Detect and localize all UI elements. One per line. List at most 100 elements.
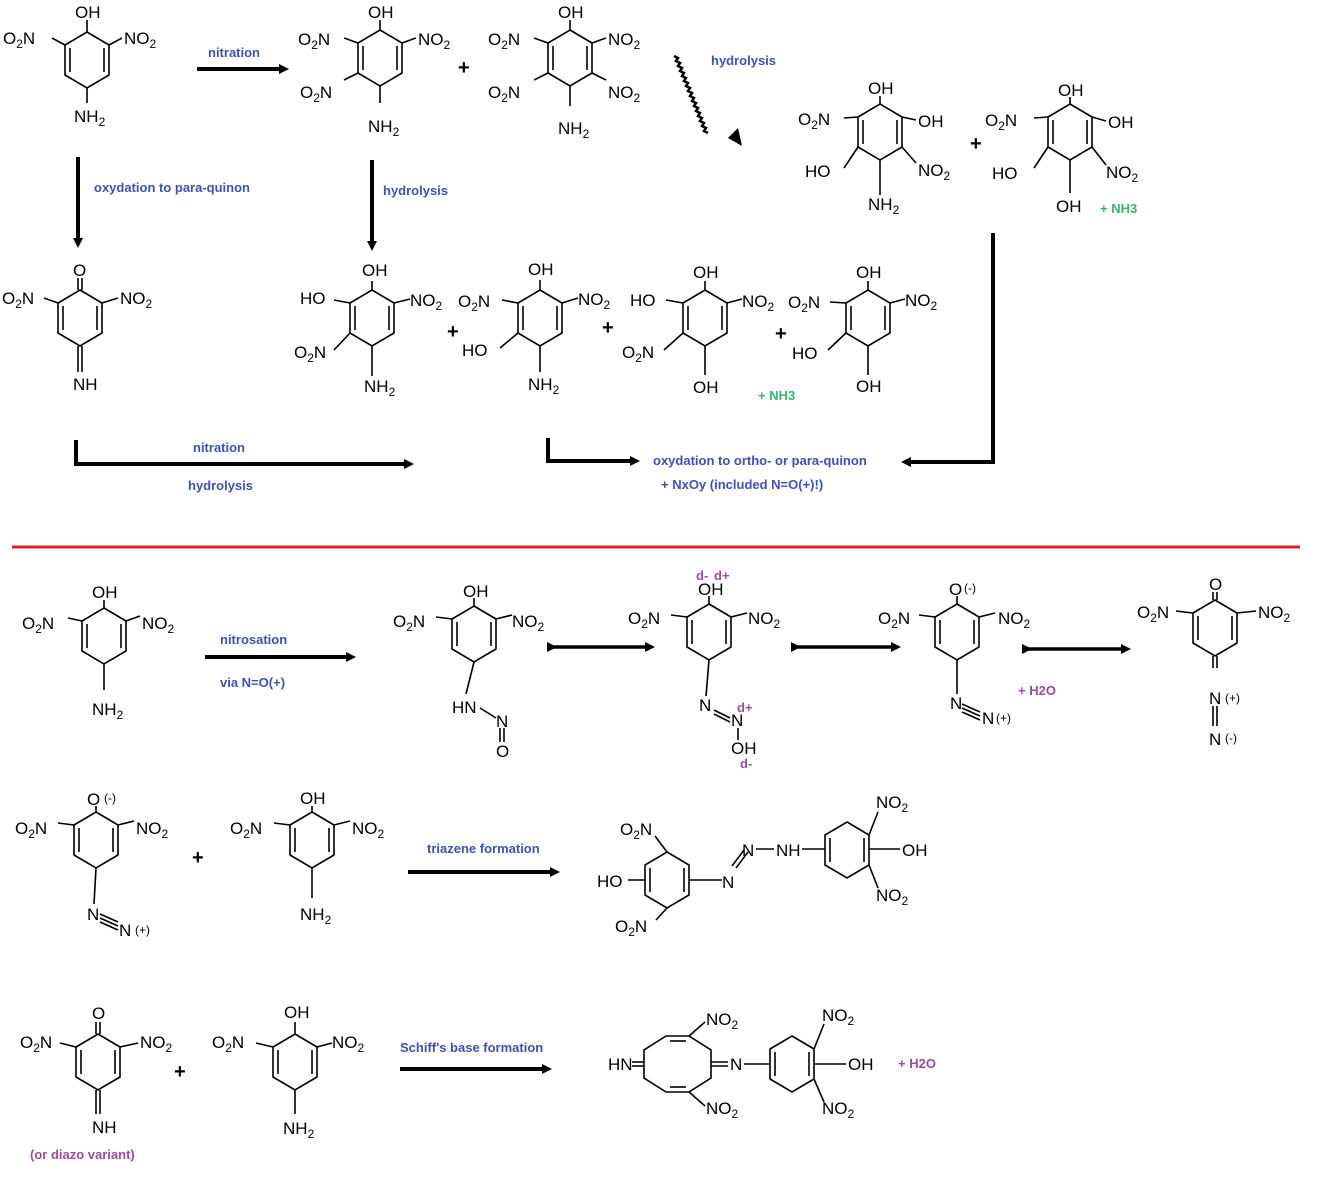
svg-text:NO2: NO2: [876, 793, 909, 815]
svg-text:O2N: O2N: [393, 612, 425, 634]
svg-text:OH: OH: [698, 580, 724, 599]
svg-text:NO2: NO2: [352, 819, 385, 841]
svg-text:NO2: NO2: [905, 291, 938, 313]
svg-text:NO2: NO2: [876, 886, 909, 908]
svg-text:N: N: [699, 696, 711, 715]
label-schiff: Schiff's base formation: [400, 1040, 543, 1055]
molecule-picramic-acid-3: OH NO2 O2N NH2: [230, 789, 385, 927]
svg-text:OH: OH: [362, 261, 388, 280]
svg-text:NO2: NO2: [578, 290, 611, 312]
molecule-quinone-diazide: O NO2 O2N N (+) N (-): [1137, 575, 1291, 749]
svg-text:+: +: [970, 133, 982, 155]
svg-text:NH2: NH2: [868, 195, 900, 217]
svg-text:O2N: O2N: [985, 111, 1017, 133]
svg-text:HO: HO: [462, 341, 488, 360]
svg-text:+: +: [775, 323, 787, 345]
svg-text:O: O: [73, 261, 86, 280]
molecule-diazonium-phenolate-2: O (-) NO2 O2N N N (+): [15, 790, 169, 940]
svg-text:O2N: O2N: [22, 614, 54, 636]
svg-text:O2N: O2N: [15, 819, 47, 841]
svg-text:O2N: O2N: [300, 83, 332, 105]
label-diazo-variant: (or diazo variant): [30, 1147, 135, 1162]
svg-text:N: N: [1209, 730, 1221, 749]
svg-text:(+): (+): [996, 711, 1011, 725]
svg-text:NO2: NO2: [706, 1010, 739, 1032]
svg-text:N: N: [496, 712, 508, 731]
svg-text:NO2: NO2: [742, 292, 775, 314]
svg-text:HO: HO: [805, 162, 831, 181]
svg-text:O2N: O2N: [488, 30, 520, 52]
svg-text:OH: OH: [693, 263, 719, 282]
svg-text:N: N: [119, 921, 131, 940]
label-nh3-mid: + NH3: [758, 388, 795, 403]
svg-text:NH: NH: [92, 1118, 117, 1137]
svg-text:NH2: NH2: [300, 905, 332, 927]
svg-text:N: N: [950, 694, 962, 713]
svg-text:OH: OH: [558, 3, 584, 22]
molecule-picramic-acid-2: OH NO2 O2N NH2: [22, 583, 175, 722]
svg-text:(-): (-): [104, 791, 116, 805]
svg-text:+: +: [192, 847, 204, 869]
svg-text:OH: OH: [368, 3, 394, 22]
svg-text:OH: OH: [693, 378, 719, 397]
molecule-resonance-partial: OH d- d+ NO2 O2N N N d+ OH d-: [628, 568, 781, 771]
svg-text:O2N: O2N: [488, 83, 520, 105]
hydrolysis-wavy-arrow: [673, 54, 709, 135]
molecule-trihydroxy-dinitrobenzene-a: OH NO2 HO O2N OH: [622, 263, 775, 397]
svg-text:NO2: NO2: [410, 291, 443, 313]
svg-text:(+): (+): [135, 923, 150, 937]
svg-text:OH: OH: [731, 739, 757, 758]
label-via-no: via N=O(+): [220, 675, 285, 690]
svg-text:OH: OH: [1058, 81, 1084, 100]
svg-text:N: N: [731, 711, 743, 730]
svg-text:OH: OH: [868, 79, 894, 98]
svg-text:NH2: NH2: [364, 377, 396, 399]
molecule-picramic-acid-4: OH NO2 O2N NH2: [212, 1003, 365, 1141]
svg-text:HO: HO: [300, 289, 326, 308]
svg-text:N: N: [1209, 689, 1221, 708]
svg-text:NO2: NO2: [822, 1006, 855, 1028]
molecule-dihydroxy-dinitroaniline-a: OH NO2 HO O2N NH2: [294, 261, 443, 399]
molecule-quinone-imine-2: O NO2 O2N NH: [20, 1004, 173, 1137]
label-nxoy: + NxOy (included N=O(+)!): [661, 477, 823, 492]
svg-text:NO2: NO2: [142, 614, 175, 636]
svg-text:NO2: NO2: [124, 29, 157, 51]
svg-text:+: +: [602, 317, 614, 339]
svg-text:O: O: [92, 1004, 105, 1023]
oxidation-entry-arrow: [546, 438, 640, 466]
svg-text:O2N: O2N: [458, 292, 490, 314]
label-hydrolysis-mid: hydrolysis: [383, 183, 448, 198]
svg-text:OH: OH: [284, 1003, 310, 1022]
svg-text:NH2: NH2: [283, 1119, 315, 1141]
svg-text:HN: HN: [608, 1055, 633, 1074]
molecule-trihydroxy-dinitroaniline: OH OH O2N NO2 HO NH2: [798, 79, 951, 217]
svg-text:O2N: O2N: [620, 820, 652, 842]
svg-text:NO2: NO2: [706, 1099, 739, 1121]
svg-text:(+): (+): [1225, 691, 1240, 705]
svg-text:NO2: NO2: [822, 1099, 855, 1121]
svg-text:(-): (-): [1225, 731, 1237, 745]
svg-text:HN: HN: [452, 698, 477, 717]
svg-text:NH: NH: [776, 841, 801, 860]
plus-sign: +: [458, 57, 470, 79]
molecule-triazene-product: O2N HO O2N N N NH NO2 OH NO2: [597, 793, 928, 939]
svg-text:NH: NH: [73, 375, 98, 394]
svg-text:OH: OH: [1108, 113, 1134, 132]
svg-text:O2N: O2N: [622, 343, 654, 365]
label-h2o-bottom: + H2O: [898, 1056, 936, 1071]
svg-text:NO2: NO2: [998, 609, 1031, 631]
svg-text:O: O: [496, 742, 509, 761]
svg-text:O2N: O2N: [878, 609, 910, 631]
svg-text:OH: OH: [856, 263, 882, 282]
label-hydrolysis-bottom: hydrolysis: [188, 478, 253, 493]
svg-text:O2N: O2N: [615, 917, 647, 939]
svg-text:OH: OH: [902, 841, 928, 860]
svg-text:O2N: O2N: [230, 819, 262, 841]
label-oxydation-ortho: oxydation to ortho- or para-quinon: [653, 453, 867, 468]
svg-text:NO2: NO2: [120, 289, 153, 311]
svg-text:N: N: [982, 709, 994, 728]
svg-text:NO2: NO2: [1106, 163, 1139, 185]
svg-text:HO: HO: [992, 164, 1018, 183]
svg-text:O2N: O2N: [3, 29, 35, 51]
